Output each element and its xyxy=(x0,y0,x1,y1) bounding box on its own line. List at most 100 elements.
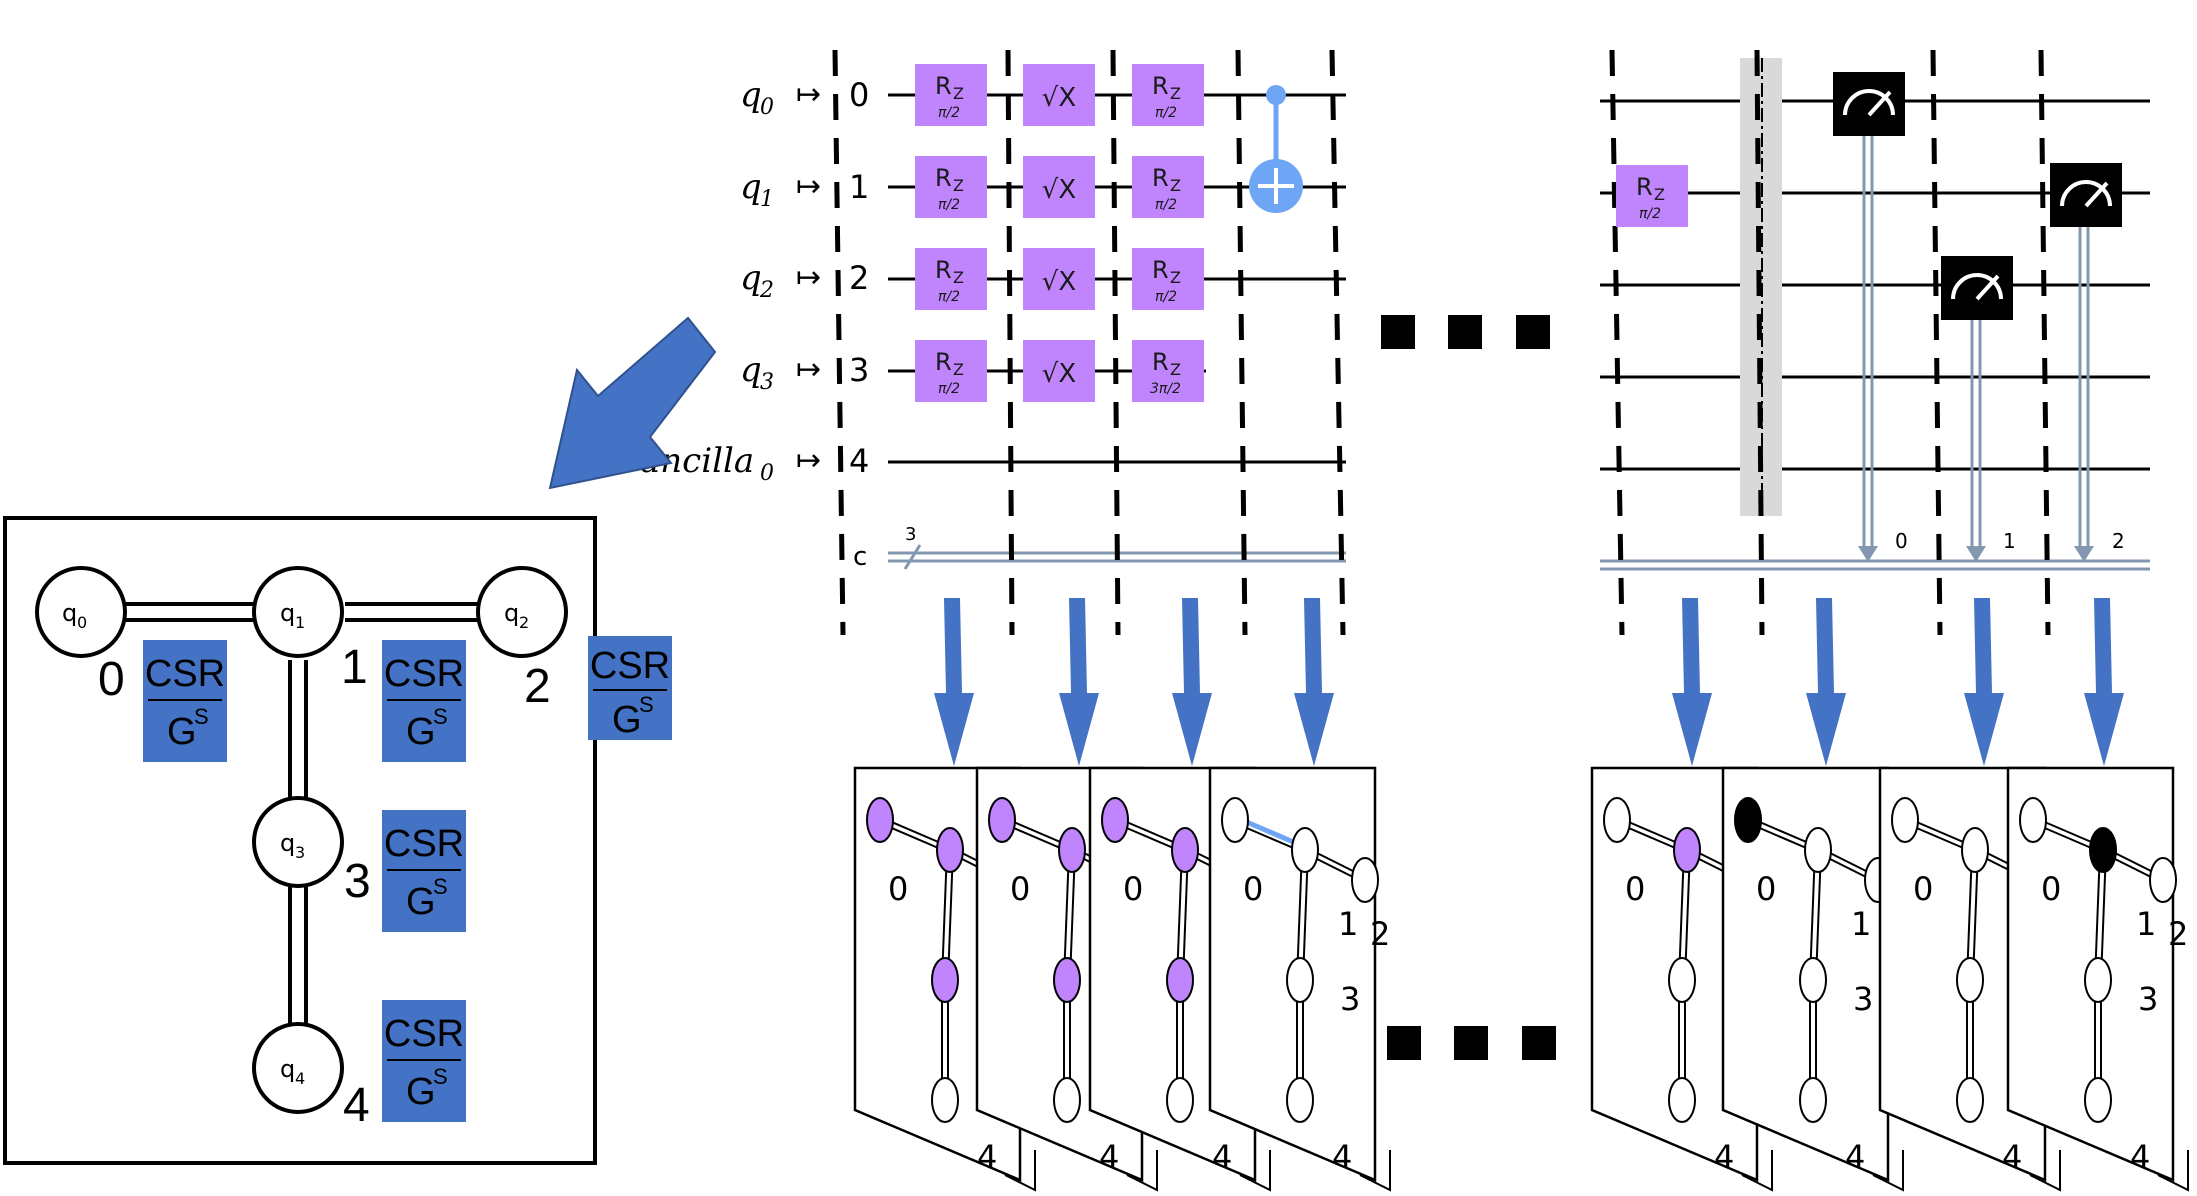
gate-box xyxy=(1023,248,1095,310)
gate-sub: Z xyxy=(953,84,964,103)
node-label: q xyxy=(280,1055,295,1083)
measure-box xyxy=(2050,163,2122,227)
card-back-edge xyxy=(2029,1150,2061,1192)
gate-sub: Z xyxy=(953,268,964,287)
card-node xyxy=(1956,957,1984,1003)
wire-q1-index: 1 xyxy=(849,168,869,206)
measure-bit: 1 xyxy=(2003,529,2016,553)
node-index: 2 xyxy=(524,660,551,713)
card-back-edge xyxy=(1126,1150,1158,1192)
node-circle xyxy=(252,796,344,888)
wire-label-q3: q 3 ↦ 3 xyxy=(740,350,869,395)
node-circle xyxy=(476,566,568,658)
csr-top: CSR xyxy=(145,653,225,695)
gate-box xyxy=(1023,340,1095,402)
coupling-map-panel: q 0 q 1 q 2 q 3 q 4 0 1 2 3 4 xyxy=(3,516,672,1165)
card-node xyxy=(1058,827,1086,873)
card-index: 4 xyxy=(1212,1138,1232,1176)
csr-block-3: CSR G S xyxy=(382,810,466,932)
down-arrow xyxy=(1964,598,2004,766)
barrier xyxy=(1930,49,1943,636)
meter-needle-icon xyxy=(2084,181,2109,208)
circuit-left: q 0 ↦ 0 q 1 ↦ 1 q 2 ↦ 2 q 3 ↦ 3 ancilla … xyxy=(640,49,1346,636)
csr-block-4: CSR G S xyxy=(382,1000,466,1122)
ellipsis-dot xyxy=(1454,1026,1488,1060)
card-node xyxy=(1286,957,1314,1003)
rz-gate: R Z π/2 xyxy=(915,64,987,126)
gate-angle: 3π/2 xyxy=(1150,381,1181,397)
meter-needle-icon xyxy=(1867,90,1892,117)
card-node xyxy=(1603,797,1631,843)
gate-letter: R xyxy=(935,256,952,284)
down-arrows xyxy=(934,598,2124,766)
rz-gate: R Z 3π/2 xyxy=(1132,340,1204,402)
measure-arrowhead xyxy=(1966,546,1986,562)
node-label-sub: 1 xyxy=(295,613,305,632)
wire-q2-name: q xyxy=(740,258,762,298)
rz-gate: R Z π/2 xyxy=(915,248,987,310)
card-node xyxy=(866,797,894,843)
gate-angle: π/2 xyxy=(1155,105,1177,121)
gate-letter: √X xyxy=(1042,359,1076,389)
node-label: q xyxy=(280,829,295,857)
measure-box xyxy=(1833,72,1905,136)
card-node xyxy=(1961,827,1989,873)
node-label-sub: 0 xyxy=(77,613,87,632)
csr-bottom: G xyxy=(406,881,436,923)
card-index: 3 xyxy=(1340,980,1360,1018)
csr-sup: S xyxy=(194,704,209,729)
node-label-sub: 2 xyxy=(519,613,529,632)
wire-ancilla-index: 4 xyxy=(849,442,869,480)
gate-letter: √X xyxy=(1042,267,1076,297)
card-node xyxy=(1804,827,1832,873)
card-index: 0 xyxy=(1625,870,1645,908)
card-node xyxy=(1351,857,1379,903)
node-q0: q 0 xyxy=(35,566,127,658)
card-index: 0 xyxy=(1756,870,1776,908)
wire-label-q2: q 2 ↦ 2 xyxy=(740,258,869,303)
classical-label: c xyxy=(853,542,867,572)
card-index: 4 xyxy=(1845,1138,1865,1176)
wire-label-ancilla: ancilla 0 ↦ 4 xyxy=(640,441,869,486)
wire-q3-index: 3 xyxy=(849,351,869,389)
card-node xyxy=(1053,1077,1081,1123)
wire-q1-sub: 1 xyxy=(760,187,774,212)
node-circle xyxy=(252,566,344,658)
card-node xyxy=(1166,957,1194,1003)
measure-bit: 2 xyxy=(2112,529,2125,553)
csr-sup: S xyxy=(433,874,448,899)
cx-gate xyxy=(1249,85,1303,213)
node-q2: q 2 xyxy=(476,566,568,658)
card-node xyxy=(1291,827,1319,873)
barriers-left xyxy=(832,49,1346,636)
csr-sup: S xyxy=(433,704,448,729)
gate-angle: π/2 xyxy=(1155,197,1177,213)
gate-letter: R xyxy=(1152,72,1169,100)
csr-block-1: CSR G S xyxy=(382,640,466,762)
csr-bottom: G xyxy=(406,1071,436,1113)
card-back-edge xyxy=(1872,1150,1904,1192)
card-index: 0 xyxy=(1010,870,1030,908)
gate-angle: π/2 xyxy=(938,381,960,397)
gate-letter: R xyxy=(1152,256,1169,284)
ellipsis-bottom xyxy=(1387,1026,1556,1060)
barrier xyxy=(1005,49,1015,636)
gate-letter: R xyxy=(935,72,952,100)
card-index: 4 xyxy=(977,1138,997,1176)
gate-box xyxy=(915,340,987,402)
gate-angle: π/2 xyxy=(938,289,960,305)
barrier xyxy=(1754,49,1765,636)
card-back-edge xyxy=(1359,1150,1391,1192)
measure-gate-1: 1 xyxy=(1941,256,2016,562)
map-arrow: ↦ xyxy=(796,169,821,204)
down-arrow xyxy=(2084,598,2124,766)
node-label: q xyxy=(504,599,519,627)
rz-gate: R Z π/2 xyxy=(1616,165,1688,227)
card-node xyxy=(1221,797,1249,843)
rz-gate: R Z π/2 xyxy=(915,156,987,218)
card-index: 3 xyxy=(2138,980,2158,1018)
card-node xyxy=(988,797,1016,843)
